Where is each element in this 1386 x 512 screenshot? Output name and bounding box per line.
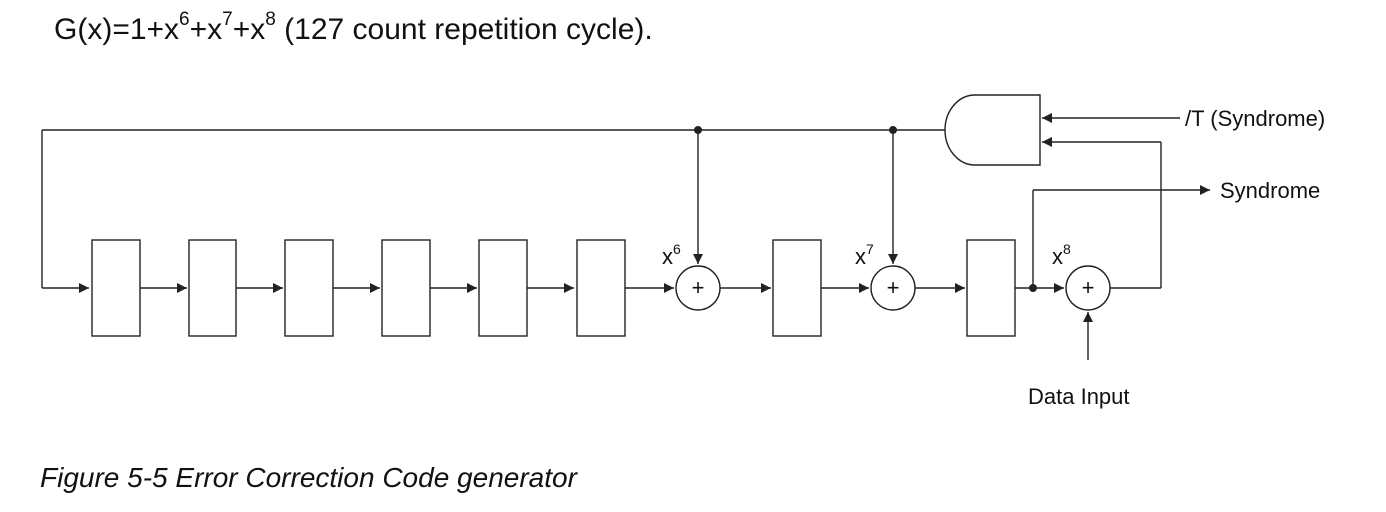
- register-cell: [966, 239, 1016, 337]
- register-cell: [478, 239, 528, 337]
- data-input-label: Data Input: [1028, 384, 1130, 409]
- xor-symbol: +: [887, 275, 900, 300]
- figure-caption: Figure 5-5 Error Correction Code generat…: [40, 462, 577, 493]
- equation-part: (127 count repetition cycle).: [275, 13, 653, 46]
- register-cell: [381, 239, 431, 337]
- generator-equation: G(x)=1+x6+x7+x8 (127 count repetition cy…: [54, 9, 653, 47]
- t-syndrome-label: /T (Syndrome): [1185, 106, 1325, 131]
- tap-label-x7: x7: [855, 241, 874, 269]
- xor-symbol: +: [692, 275, 705, 300]
- register-cell: [284, 239, 334, 337]
- equation-part: +x: [232, 13, 266, 46]
- register-cell: [188, 239, 237, 337]
- and-gate: [944, 94, 1041, 166]
- xor-symbol: +: [1082, 275, 1095, 300]
- equation-part: +x: [189, 13, 223, 46]
- equation-part: G(x)=1+x: [54, 13, 180, 46]
- tap-label-x6: x6: [662, 241, 681, 269]
- syndrome-label: Syndrome: [1220, 178, 1320, 203]
- register-cell: [91, 239, 141, 337]
- equation-exponent: 8: [265, 9, 276, 30]
- tap-label-x8: x8: [1052, 241, 1071, 269]
- equation-exponent: 6: [179, 9, 190, 30]
- junction-dot: [694, 126, 702, 134]
- register-cell: [772, 239, 822, 337]
- equation-exponent: 7: [222, 9, 233, 30]
- junction-dot: [889, 126, 897, 134]
- register-cell: [576, 239, 626, 337]
